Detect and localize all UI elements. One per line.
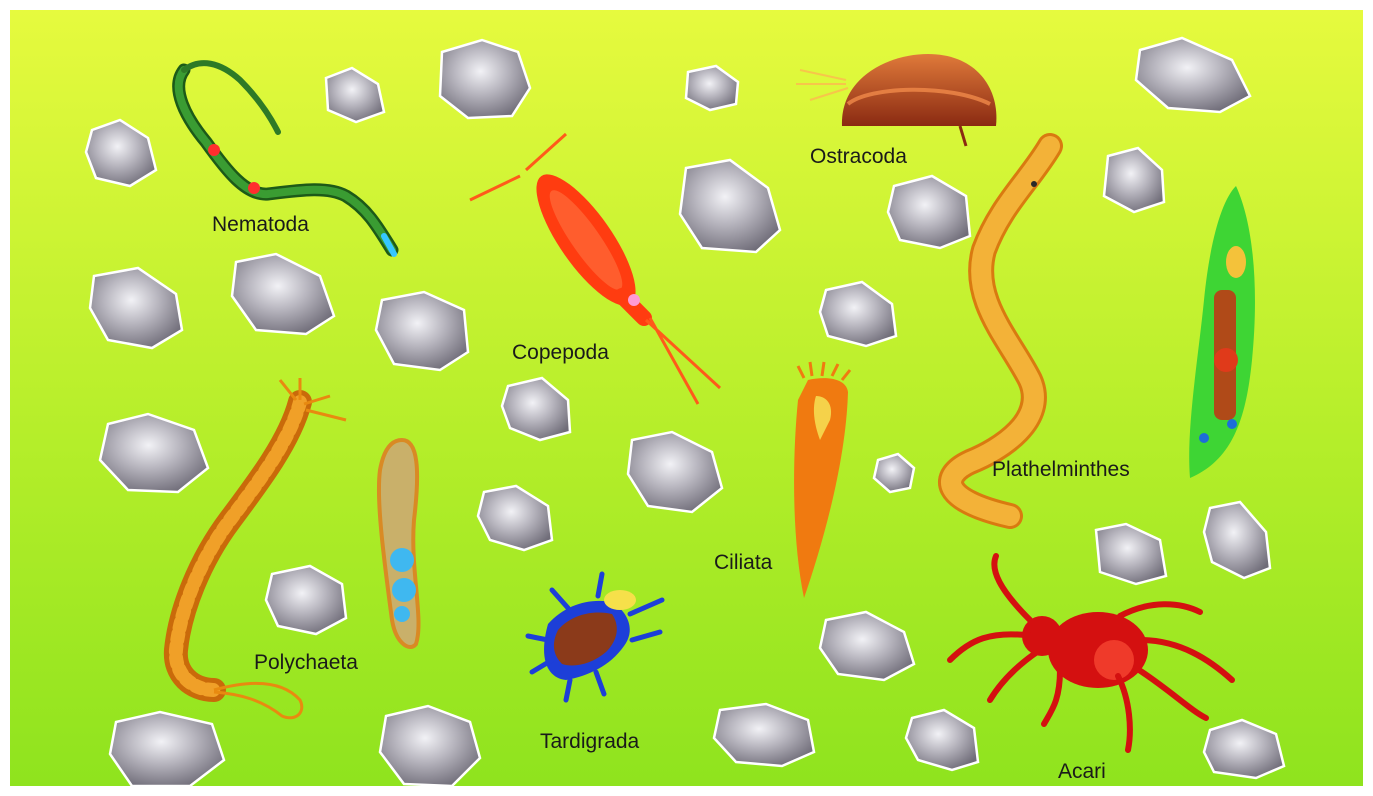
label-copepoda: Copepoda bbox=[512, 341, 609, 364]
label-ciliata: Ciliata bbox=[714, 551, 773, 574]
label-polychaeta: Polychaeta bbox=[254, 651, 358, 674]
label-tardigrada: Tardigrada bbox=[540, 730, 640, 753]
label-plathelminthes: Plathelminthes bbox=[992, 458, 1130, 481]
label-ostracoda: Ostracoda bbox=[810, 145, 907, 168]
background bbox=[10, 10, 1363, 786]
sand-grain bbox=[440, 40, 530, 118]
label-nematoda: Nematoda bbox=[212, 213, 309, 236]
label-acari: Acari bbox=[1058, 760, 1106, 783]
